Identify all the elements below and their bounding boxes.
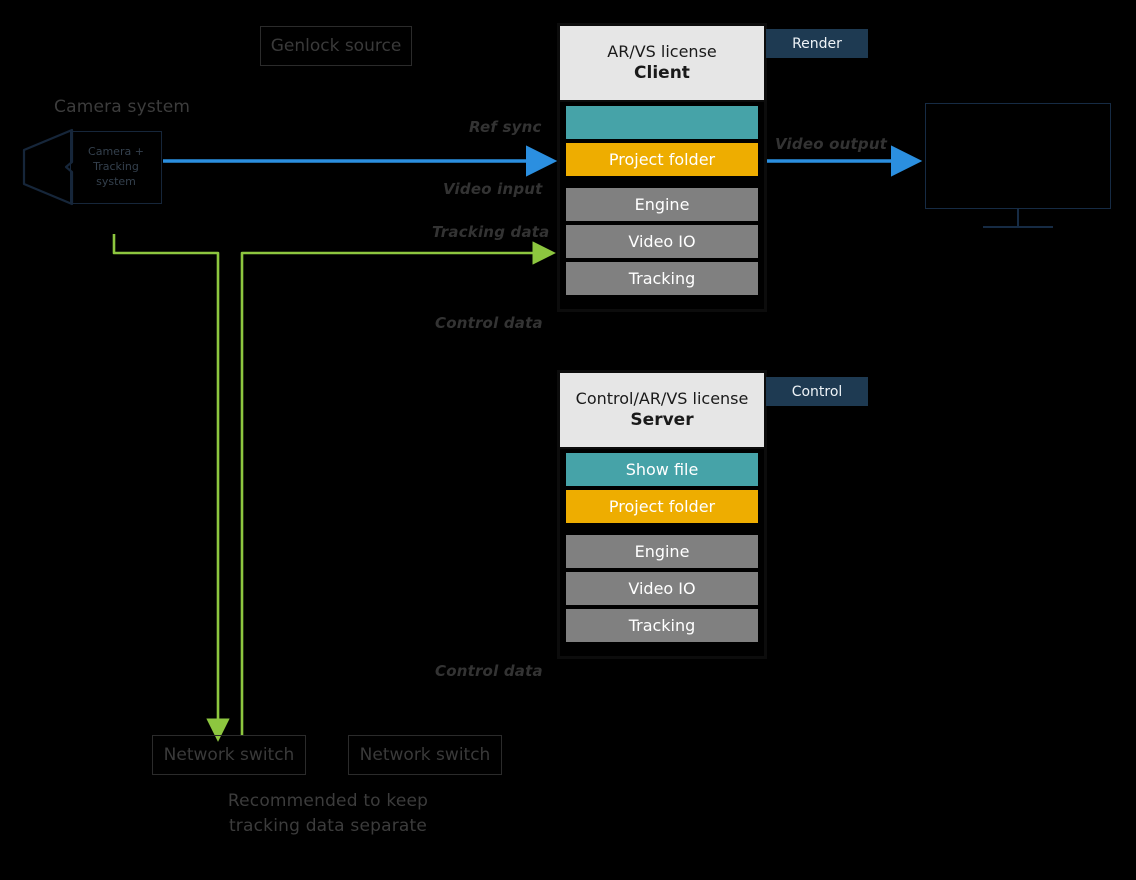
wire-tracking-to-switch <box>112 234 230 742</box>
label-video-input: Video input <box>443 180 543 198</box>
render-badge-label: Render <box>792 35 842 52</box>
camera-lens-icon <box>22 128 74 206</box>
label-ref-sync: Ref sync <box>469 118 542 136</box>
label-tracking-data: Tracking data <box>432 223 550 241</box>
camera-line-2: Tracking <box>93 160 139 174</box>
server-bar-video-io[interactable]: Video IO <box>566 572 758 605</box>
camera-line-1: Camera + <box>88 145 144 159</box>
client-bar-project-folder[interactable]: Project folder <box>566 143 758 176</box>
camera-system-label: Camera system <box>54 97 191 117</box>
monitor-base-icon <box>983 226 1053 228</box>
client-header: AR/VS license Client <box>560 26 764 102</box>
client-bars: Project folder Engine Video IO Tracking <box>560 102 764 305</box>
camera-tracking-box[interactable]: Camera + Tracking system <box>70 131 162 204</box>
client-bar-showfile[interactable] <box>566 106 758 139</box>
client-bar-tracking[interactable]: Tracking <box>566 262 758 295</box>
server-header-line2: Server <box>630 410 694 431</box>
client-bar-engine[interactable]: Engine <box>566 188 758 221</box>
network-switch-one-label: Network switch <box>163 745 295 765</box>
control-badge[interactable]: Control <box>766 377 868 406</box>
network-switch-two[interactable]: Network switch <box>348 735 502 775</box>
network-note-line1: Recommended to keep <box>227 791 429 811</box>
render-badge[interactable]: Render <box>766 29 868 58</box>
client-header-line2: Client <box>634 63 690 84</box>
control-badge-label: Control <box>791 383 843 400</box>
network-switch-two-label: Network switch <box>359 745 491 765</box>
label-control-data-lower: Control data <box>435 662 543 680</box>
video-monitor[interactable] <box>925 103 1111 209</box>
server-header: Control/AR/VS license Server <box>560 373 764 449</box>
client-machine[interactable]: AR/VS license Client Project folder Engi… <box>557 23 767 312</box>
label-control-data-upper: Control data <box>435 314 543 332</box>
server-bar-tracking[interactable]: Tracking <box>566 609 758 642</box>
server-machine[interactable]: Control/AR/VS license Server Show file P… <box>557 370 767 659</box>
network-switch-one[interactable]: Network switch <box>152 735 306 775</box>
camera-line-3: system <box>96 174 136 188</box>
client-bar-video-io[interactable]: Video IO <box>566 225 758 258</box>
genlock-source-box[interactable]: Genlock source <box>260 26 412 66</box>
client-header-line1: AR/VS license <box>607 41 717 61</box>
network-note: Recommended to keep tracking data separa… <box>180 789 476 838</box>
server-bar-engine[interactable]: Engine <box>566 535 758 568</box>
monitor-neck-icon <box>1017 209 1019 226</box>
server-bar-project-folder[interactable]: Project folder <box>566 490 758 523</box>
network-note-line2: tracking data separate <box>228 815 428 836</box>
server-bars: Show file Project folder Engine Video IO… <box>560 449 764 652</box>
server-bar-showfile[interactable]: Show file <box>566 453 758 486</box>
genlock-source-label: Genlock source <box>270 36 402 56</box>
camera-tracking-label: Camera + Tracking system <box>88 145 144 190</box>
label-video-output: Video output <box>775 135 888 153</box>
server-header-line1: Control/AR/VS license <box>575 388 749 408</box>
